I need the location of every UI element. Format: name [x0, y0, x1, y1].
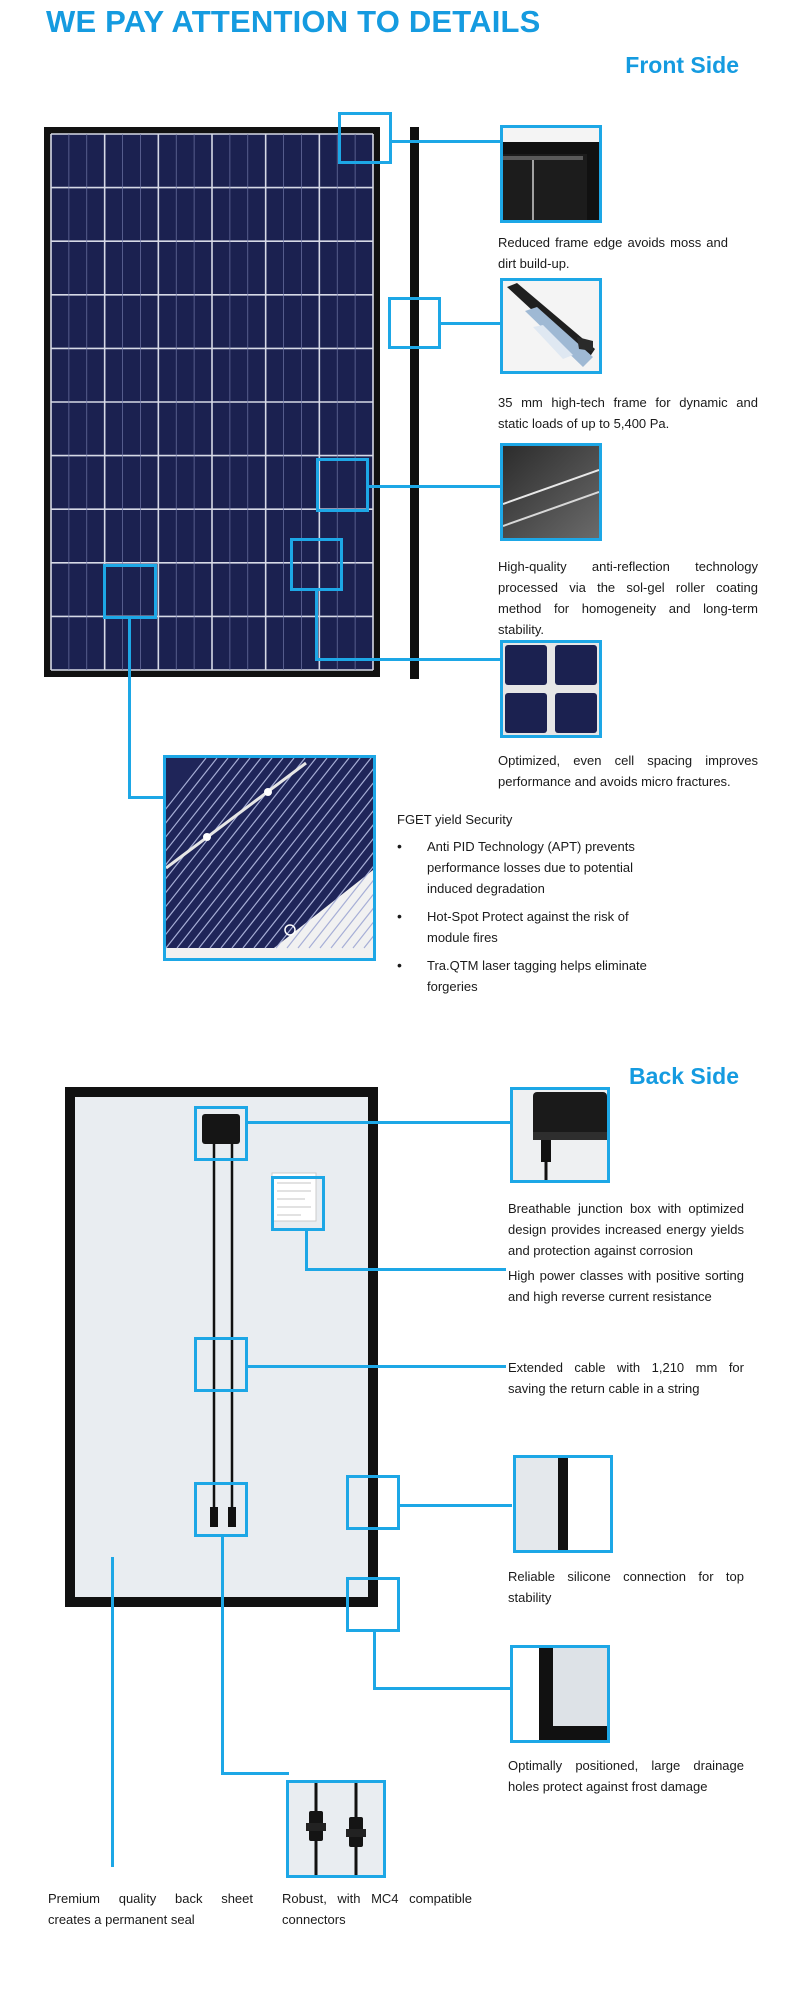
thumb-mc4-connectors — [286, 1780, 386, 1878]
connector-line — [221, 1537, 224, 1775]
security-heading: FGET yield Security — [397, 812, 513, 827]
callout-drainage — [346, 1577, 400, 1632]
caption-drainage: Optimally positioned, large drainage hol… — [508, 1758, 744, 1794]
connector-line — [441, 322, 503, 325]
callout-cell-spacing — [290, 538, 343, 591]
connector-line — [221, 1772, 289, 1775]
front-side-title: Front Side — [625, 52, 739, 78]
front-panel-image — [44, 127, 380, 677]
connector-line — [400, 1504, 512, 1507]
caption-extended-cable: Extended cable with 1,210 mm for saving … — [508, 1360, 744, 1396]
callout-glass — [316, 458, 369, 512]
thumb-cell-closeup — [163, 755, 376, 961]
caption-back-sheet: Premium quality back sheet creates a per… — [48, 1891, 253, 1927]
connector-line — [315, 591, 318, 661]
thumb-frame-profile — [500, 278, 602, 374]
callout-silicone — [346, 1475, 400, 1530]
caption-power-classes: High power classes with positive sorting… — [508, 1268, 744, 1304]
security-bullet: Anti PID Technology (APT) prevents perfo… — [397, 836, 667, 899]
connector-line — [248, 1365, 506, 1368]
thumb-junction-box — [510, 1087, 610, 1183]
caption-cell-spacing: Optimized, even cell spacing improves pe… — [498, 753, 758, 789]
page-headline: WE PAY ATTENTION TO DETAILS — [46, 4, 541, 39]
callout-cell-detail — [103, 564, 157, 619]
connector-line — [305, 1268, 506, 1271]
callout-cable — [194, 1337, 248, 1392]
connector-line — [128, 619, 131, 799]
connector-line — [305, 1231, 308, 1271]
connector-line — [369, 485, 503, 488]
security-bullet: Tra.QTM laser tagging helps eliminate fo… — [397, 955, 667, 997]
connector-line — [373, 1687, 512, 1690]
thumb-silicone — [513, 1455, 613, 1553]
security-bullet-list: Anti PID Technology (APT) prevents perfo… — [397, 836, 667, 1004]
connector-line — [111, 1557, 114, 1867]
caption-frame-profile: 35 mm high-tech frame for dynamic and st… — [498, 395, 758, 431]
connector-line — [128, 796, 166, 799]
caption-junction-box: Breathable junction box with optimized d… — [508, 1201, 744, 1258]
callout-frame-edge — [338, 112, 392, 164]
callout-frame-profile — [388, 297, 441, 349]
caption-anti-reflection: High-quality anti-reflection technology … — [498, 559, 758, 637]
back-panel-image — [65, 1087, 378, 1607]
caption-frame-edge: Reduced frame edge avoids moss and dirt … — [498, 235, 728, 271]
thumb-drainage — [510, 1645, 610, 1743]
connector-line — [392, 140, 502, 143]
caption-silicone: Reliable silicone connection for top sta… — [508, 1569, 744, 1605]
security-bullet: Hot-Spot Protect against the risk of mod… — [397, 906, 667, 948]
thumb-frame-edge — [500, 125, 602, 223]
caption-mc4-connectors: Robust, with MC4 compatible connectors — [282, 1891, 472, 1927]
back-side-title: Back Side — [629, 1063, 739, 1089]
callout-label — [271, 1176, 325, 1231]
frame-side-profile — [410, 127, 419, 679]
connector-line — [373, 1632, 376, 1690]
connector-line — [248, 1121, 512, 1124]
thumb-cell-spacing — [500, 640, 602, 738]
thumb-glass — [500, 443, 602, 541]
callout-connectors — [194, 1482, 248, 1537]
connector-line — [315, 658, 503, 661]
callout-junction-box — [194, 1106, 248, 1161]
